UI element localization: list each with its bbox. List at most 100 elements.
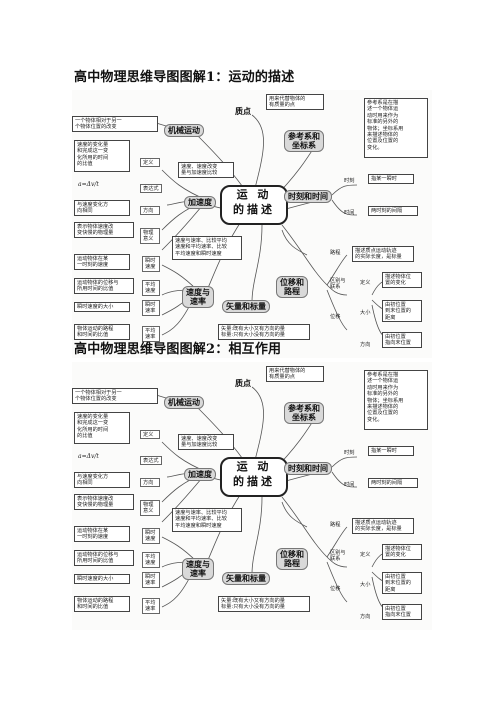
topic-vector: 矢量和标量: [222, 300, 270, 313]
particle-definition: 用来代替物体的有质量的点: [266, 366, 324, 382]
acc-meaning: 表示物体速度改变快慢的物理量: [74, 494, 134, 510]
connector-line: [251, 496, 263, 575]
acc-label-definition: 定义: [140, 158, 160, 167]
vector-definition: 矢量:既有大小又有方向的量标量:只有大小没有方向的量: [218, 596, 310, 612]
acc-meaning: 表示物体速度改变快慢的物理量: [74, 222, 134, 238]
center-topic: 运 动的描述: [220, 185, 288, 225]
time-moment-label: 时刻: [344, 178, 355, 184]
topic-particle: 质点: [235, 379, 251, 388]
connector-line: [281, 501, 308, 528]
disp-direction: 由初位置指向末位置: [382, 604, 422, 620]
topic-acceleration: 加速度: [184, 196, 216, 209]
topic-acceleration: 加速度: [184, 468, 216, 481]
acc-direction: 与速度变化方向相同: [74, 200, 130, 216]
avg-speed-label: 平均速度: [142, 280, 160, 296]
difference-label: 区别与联系: [330, 550, 346, 563]
connector-line: [326, 526, 348, 558]
avg-rate-definition: 物体运动的路程和时间的比值: [74, 596, 130, 612]
connector-line: [326, 556, 348, 568]
time-moment-definition: 指某一瞬时: [368, 174, 414, 184]
disp-size: 由初位置到末位置的距离: [382, 572, 422, 594]
connector-line: [251, 224, 263, 303]
acc-label-direction: 方向: [140, 206, 160, 215]
disp-direction: 由初位置指向末位置: [382, 332, 422, 348]
topic-speed: 速度与速率: [182, 558, 214, 580]
path-label: 路程: [330, 522, 341, 528]
inst-speed-label: 瞬时速度: [142, 528, 160, 544]
mind-map-1: 运 动的描述质点机械运动参考系和坐标系加速度时刻和时间速度与速率矢量和标量位移和…: [72, 90, 432, 358]
center-topic: 运 动的描述: [220, 457, 288, 497]
disp-size-label: 大小: [360, 310, 371, 316]
time-moment-label: 时刻: [344, 450, 355, 456]
acc-formula: a=Δv/t: [78, 453, 99, 460]
vector-definition: 矢量:既有大小又有方向的量标量:只有大小没有方向的量: [218, 324, 310, 340]
disp-size-label: 大小: [360, 582, 371, 588]
connector-line: [331, 184, 358, 196]
disp-def-label: 定义: [360, 280, 371, 286]
inst-speed-definition: 运动物体在某一时刻的速度: [74, 254, 130, 270]
path-label: 路程: [330, 250, 341, 256]
displacement-label: 位移: [330, 586, 341, 592]
motion-definition: 一个物体相对于另一个物体位置的改变: [72, 116, 158, 132]
path-definition: 描述质点运动轨迹的实际长度，是标量: [352, 246, 414, 262]
disp-dir-label: 方向: [360, 614, 371, 620]
topic-particle: 质点: [235, 107, 251, 116]
avg-rate-label: 平均速率: [142, 326, 160, 342]
avg-speed-definition: 运动物体的位移与所用时间的比值: [74, 278, 134, 294]
acc-formula: a=Δv/t: [78, 181, 99, 188]
topic-time: 时刻和时间: [284, 190, 332, 203]
acc-label-meaning: 物理意义: [140, 228, 160, 244]
inst-rate-definition: 瞬时速度的大小: [74, 302, 130, 312]
topic-reference: 参考系和坐标系: [284, 130, 324, 152]
motion-definition: 一个物体相对于另一个物体位置的改变: [72, 388, 158, 404]
connector-line: [331, 199, 358, 216]
connector-line: [326, 289, 348, 331]
heading-2: 高中物理思维导图图解2：相互作用: [74, 342, 282, 357]
disp-dir-label: 方向: [360, 342, 371, 348]
disp-definition: 描述物体位置的变化: [382, 544, 422, 560]
connector-line: [326, 254, 348, 286]
heading-1: 高中物理思维导图图解1：运动的描述: [74, 70, 295, 85]
time-interval-label: 时间: [344, 482, 355, 488]
acc-label-formula: 表达式: [140, 456, 162, 465]
acc-definition: 速度的变化量和完成这一变化所用的时间的比值: [74, 140, 130, 172]
path-definition: 描述质点运动轨迹的实际长度，是标量: [352, 518, 414, 534]
avg-speed-definition: 运动物体的位移与所用时间的比值: [74, 550, 134, 566]
difference-label: 区别与联系: [330, 278, 346, 291]
topic-motion: 机械运动: [164, 124, 204, 137]
avg-rate-label: 平均速率: [142, 598, 160, 614]
acc-label-formula: 表达式: [140, 184, 162, 193]
acc-label-direction: 方向: [140, 478, 160, 487]
connector-line: [331, 456, 358, 468]
connector-line: [281, 496, 328, 558]
acc-label-meaning: 物理意义: [140, 500, 160, 516]
avg-rate-definition: 物体运动的路程和时间的比值: [74, 324, 130, 340]
disp-definition: 描述物体位置的变化: [382, 272, 422, 288]
reference-definition: 参考系是在描述一个物体运动时用来作为标准的另外的物体；坐标系用来描述物体的位置及…: [364, 98, 428, 158]
avg-speed-label: 平均速度: [142, 552, 160, 568]
acc-direction: 与速度变化方向相同: [74, 472, 130, 488]
topic-displacement: 位移和路程: [276, 548, 308, 570]
connector-line: [281, 224, 328, 286]
topic-time: 时刻和时间: [284, 462, 332, 475]
acc-definition: 速度的变化量和完成这一变化所用的时间的比值: [74, 412, 130, 444]
time-moment-definition: 指某一瞬时: [368, 446, 414, 456]
acc-note: 速度、速度改变量与加速度比较: [178, 162, 234, 178]
inst-rate-definition: 瞬时速度的大小: [74, 574, 130, 584]
disp-def-label: 定义: [360, 552, 371, 558]
time-interval-definition: 两时刻的间隔: [368, 478, 418, 488]
particle-definition: 用来代替物体的有质量的点: [266, 94, 324, 110]
time-interval-definition: 两时刻的间隔: [368, 206, 418, 216]
displacement-label: 位移: [330, 314, 341, 320]
topic-motion: 机械运动: [164, 396, 204, 409]
inst-rate-label: 瞬时速率: [142, 572, 160, 588]
topic-vector: 矢量和标量: [222, 572, 270, 585]
speed-compare-note: 速度与速率、比较平均速度和平均速率、比较平均速度和瞬时速度: [172, 236, 242, 260]
connector-line: [326, 284, 348, 296]
connector-line: [281, 229, 308, 256]
mind-map-2: 运 动的描述 质点机械运动 参考系和坐标系加速度 时刻和时间速度与速率矢量和标量位移和…: [72, 362, 432, 630]
connector-line: [331, 471, 358, 488]
topic-displacement: 位移和路程: [276, 276, 308, 298]
topic-reference: 参考系和坐标系: [284, 402, 324, 424]
reference-definition: 参考系是在描述一个物体运动时用来作为标准的另外的物体；坐标系用来描述物体的位置及…: [364, 370, 428, 430]
